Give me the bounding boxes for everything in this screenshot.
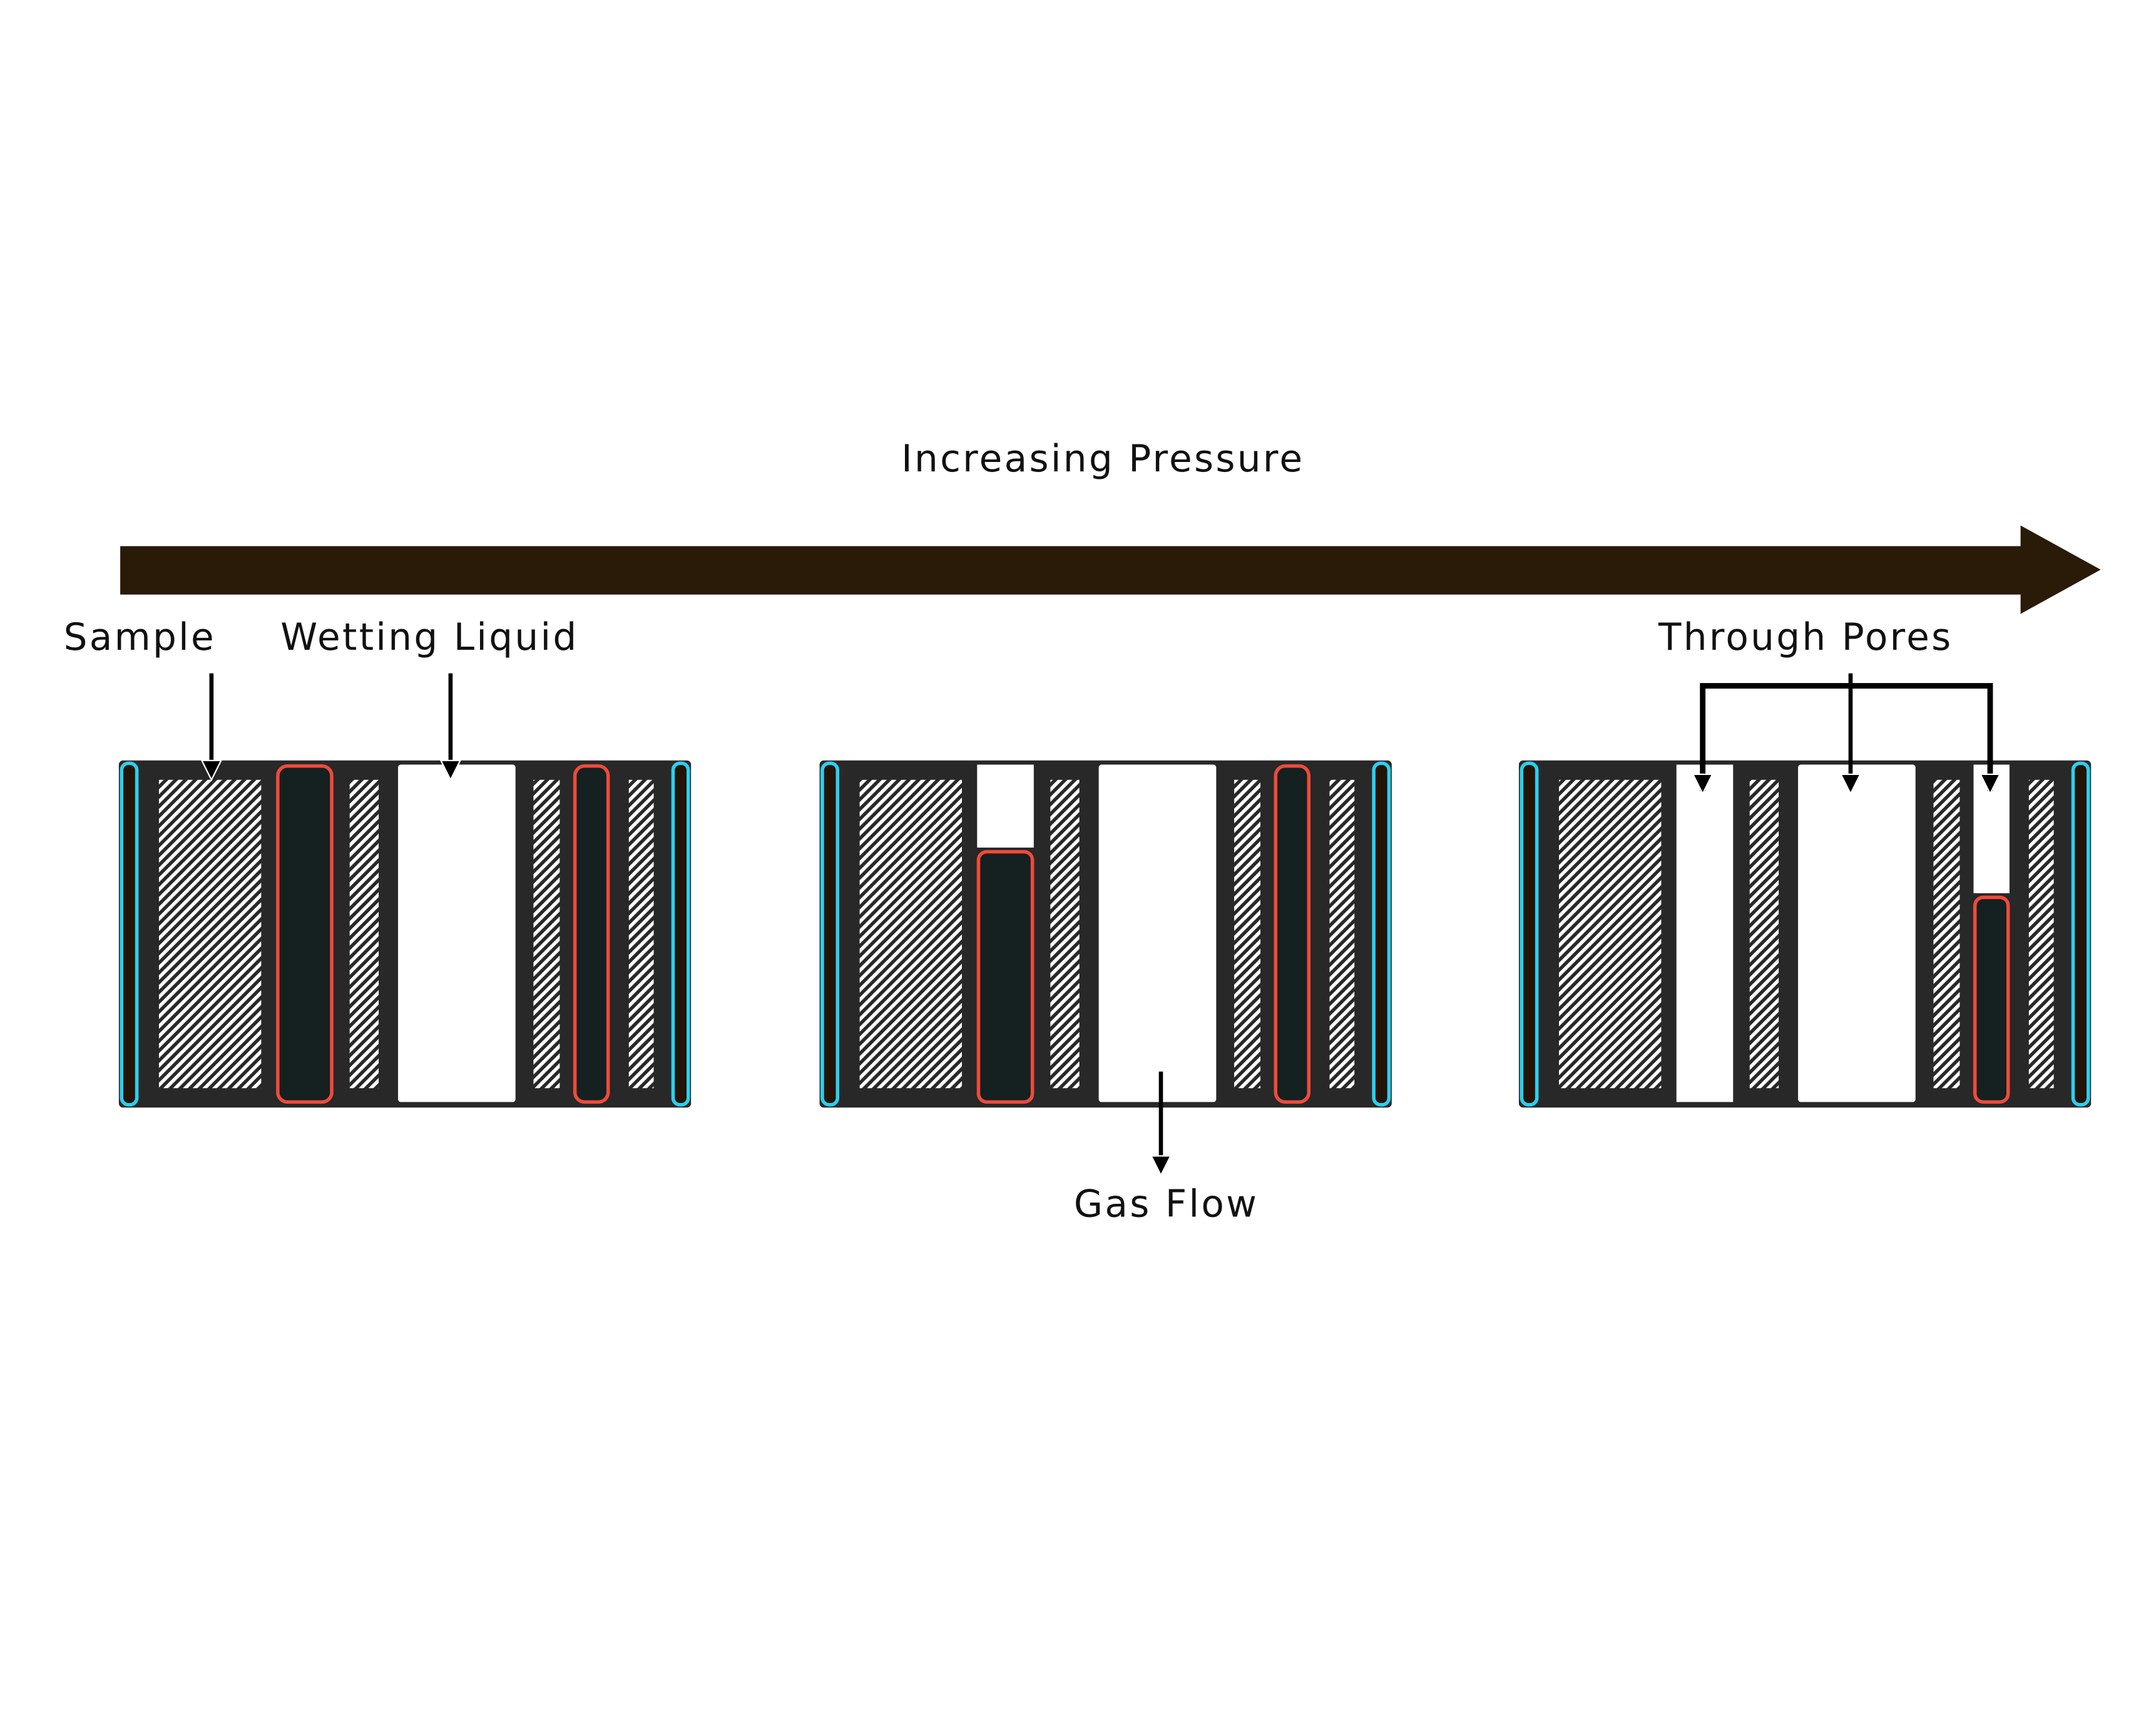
sample-hatch [628, 779, 654, 1089]
gas-filled-pore-part [977, 764, 1034, 848]
gas-flow-label: Gas Flow [1074, 1183, 1259, 1226]
edge-left [120, 761, 139, 1107]
sample-hatch [1329, 779, 1355, 1089]
open-pore [398, 764, 516, 1102]
emptied-pore [1676, 764, 1734, 1102]
liquid-filled-pore [1274, 764, 1311, 1104]
sample-panel-flow-through [1518, 760, 2092, 1108]
wetting-liquid-pointer-head [439, 759, 462, 782]
wetting-liquid-label: Wetting Liquid [280, 616, 578, 659]
sample-hatch [2028, 779, 2054, 1089]
edge-right [2071, 761, 2090, 1107]
sample-panels [118, 760, 2092, 1108]
gas-flow-pointer-head [1150, 1155, 1172, 1177]
pressure-arrow-head [2020, 525, 2101, 614]
sample-hatch [1559, 779, 1662, 1089]
sample-hatch [158, 779, 262, 1089]
sample-hatch [1234, 779, 1260, 1089]
open-pore [1798, 764, 1916, 1102]
sample-hatch [349, 779, 379, 1089]
sample-panel-first-bubble [819, 760, 1392, 1108]
through-pores-pointer-2-head [1839, 773, 1862, 796]
pressure-arrow [120, 525, 2101, 614]
pointer-arrows [200, 673, 2001, 1177]
sample-hatch [1749, 779, 1779, 1089]
sample-hatch [1050, 779, 1080, 1089]
edge-right [671, 761, 690, 1107]
through-pores-pointer-1-head [1692, 773, 1714, 796]
edge-right [1372, 761, 1391, 1107]
sample-hatch [1933, 779, 1960, 1089]
sample-pointer-head [200, 759, 223, 782]
sample-panel-initial [118, 760, 692, 1108]
liquid-filled-pore [573, 764, 610, 1104]
increasing-pressure-label: Increasing Pressure [901, 438, 1304, 481]
liquid-filled-pore [276, 764, 334, 1104]
liquid-filled-pore-part [1973, 895, 2010, 1104]
sample-label: Sample [64, 616, 216, 659]
open-pore [1098, 764, 1217, 1102]
through-pores-pointer-3-head [1979, 773, 2001, 796]
edge-left [1520, 761, 1539, 1107]
sample-hatch [859, 779, 962, 1089]
sample-hatch [533, 779, 560, 1089]
through-pores-label: Through Pores [1658, 616, 1953, 659]
edge-left [820, 761, 840, 1107]
liquid-filled-pore-part [976, 849, 1035, 1104]
pressure-arrow-body [120, 546, 2025, 595]
